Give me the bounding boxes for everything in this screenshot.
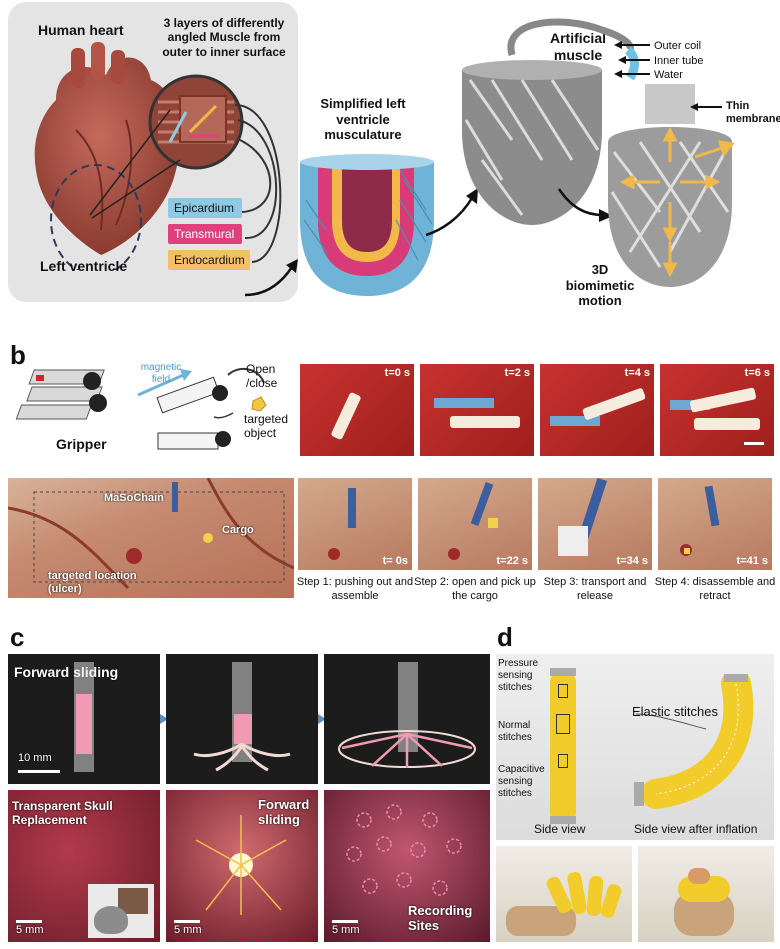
- layer-connectors: [234, 104, 282, 263]
- zoom-lines: [89, 109, 181, 219]
- gripper-photo-4: t=6 s: [660, 364, 774, 456]
- arrow-photo-1-to-2: [160, 714, 168, 724]
- step-photo-2: t=22 s: [418, 478, 532, 570]
- cargo-label: Cargo: [222, 524, 254, 536]
- mouse-inset: [88, 884, 154, 938]
- sliding-photo-3: [324, 654, 490, 784]
- water-label: Water: [654, 69, 683, 81]
- capacitive-stitches-label: Capacitive sensing stitches: [498, 764, 545, 799]
- muscle-layers-magnifier: [148, 74, 244, 170]
- heart-illustration: [34, 42, 180, 270]
- outer-coil-label: Outer coil: [654, 40, 702, 52]
- inner-tube-label: Inner tube: [654, 55, 704, 67]
- step-photo-2-time: t=22 s: [496, 555, 529, 567]
- stomach-overview-photo: MaSoChain Cargo targeted location (ulcer…: [8, 478, 294, 598]
- step-photo-4: t=41 s: [658, 478, 772, 570]
- arrow-to-artificial: [425, 188, 478, 237]
- arrow-to-simplified: [244, 259, 298, 297]
- step-photo-3-time: t=34 s: [616, 555, 649, 567]
- forward-sliding-top-label: Forward sliding: [14, 664, 119, 680]
- scale-bar-bottom-3: 5 mm: [332, 924, 360, 936]
- masochain-label: MaSoChain: [104, 492, 164, 504]
- step-caption-1: Step 1: pushing out and assemble: [296, 576, 414, 602]
- gripper-schematic: [137, 367, 267, 450]
- gripper-photo-3-time: t=4 s: [624, 367, 650, 379]
- arrow-to-biomimetic: [557, 188, 613, 222]
- thin-membrane-label: Thin membrane: [726, 100, 780, 126]
- gripper-photo-2-time: t=2 s: [504, 367, 530, 379]
- scale-bar-bottom-1: 5 mm: [16, 924, 44, 936]
- side-view-after-label: Side view after inflation: [634, 822, 758, 836]
- simplified-label: Simplified left ventricle musculature: [320, 96, 406, 143]
- step-photo-1-time: t= 0s: [382, 555, 408, 567]
- panel-d-letter: d: [497, 622, 513, 652]
- skull-photo-1: Transparent Skull Replacement 5 mm: [8, 790, 160, 942]
- step-caption-4: Step 4: disassemble and retract: [654, 576, 776, 602]
- biomimetic-label: 3D biomimetic motion: [565, 262, 635, 309]
- epicardium-chip: Epicardium: [168, 198, 242, 218]
- arrow-photo-2-to-3: [318, 714, 326, 724]
- artificial-muscle-label: Artificial muscle: [549, 30, 606, 63]
- actuator-side-views: Pressure sensing stitches Normal stitche…: [496, 654, 774, 840]
- panel-b-letter: b: [10, 340, 26, 370]
- gripper-photo-1: t=0 s: [300, 364, 414, 456]
- targeted-object-label: targeted object: [244, 412, 289, 441]
- layers-note: 3 layers of differently angled Muscle fr…: [162, 16, 286, 59]
- open-close-label: Open /close: [246, 362, 278, 391]
- scale-bar-top: 10 mm: [18, 752, 52, 764]
- step-caption-3: Step 3: transport and release: [543, 576, 647, 602]
- elastic-stitches-label: Elastic stitches: [632, 704, 718, 719]
- artificial-muscle-model: [462, 18, 639, 225]
- transparent-skull-label: Transparent Skull Replacement: [12, 799, 113, 827]
- scale-bar-bottom-2: 5 mm: [174, 924, 202, 936]
- skull-photo-2: Forward sliding 5 mm: [166, 790, 318, 942]
- gripper-illustration: [15, 369, 107, 420]
- magnetic-field-label: magnetic field: [140, 362, 182, 385]
- endocardium-chip: Endocardium: [168, 250, 250, 270]
- normal-stitches-label: Normal stitches: [498, 720, 532, 743]
- pressure-stitches-label: Pressure sensing stitches: [498, 658, 539, 693]
- side-view-label: Side view: [534, 822, 586, 836]
- gripper-photo-1-time: t=0 s: [384, 367, 410, 379]
- glove-photo-open: [496, 846, 632, 942]
- gripper-photo-4-time: t=6 s: [744, 367, 770, 379]
- forward-sliding-bottom-label: Forward sliding: [258, 797, 310, 827]
- sliding-photo-1: Forward sliding 10 mm: [8, 654, 160, 784]
- transmural-chip: Transmural: [168, 224, 242, 244]
- panel-c-letter: c: [10, 622, 25, 652]
- skull-photo-3: Recording Sites 5 mm: [324, 790, 490, 942]
- recording-sites-label: Recording Sites: [408, 903, 473, 933]
- step-photo-1: t= 0s: [298, 478, 412, 570]
- biomimetic-motion-model: [608, 84, 735, 287]
- gripper-photo-2: t=2 s: [420, 364, 534, 456]
- gripper-photo-3: t=4 s: [540, 364, 654, 456]
- simplified-ventricle-model: [300, 154, 434, 296]
- bent-actuator: [634, 674, 754, 809]
- sliding-photo-2: [166, 654, 318, 784]
- step-photo-3: t=34 s: [538, 478, 652, 570]
- targeted-location-label: targeted location (ulcer): [48, 570, 137, 595]
- callout-arrow-membrane: [690, 103, 722, 111]
- human-heart-label: Human heart: [38, 22, 124, 38]
- gripper-label: Gripper: [56, 436, 107, 452]
- left-ventricle-label: Left ventricle: [40, 258, 128, 274]
- glove-photo-closed: [638, 846, 774, 942]
- step-caption-2: Step 2: open and pick up the cargo: [414, 576, 536, 602]
- step-photo-4-time: t=41 s: [736, 555, 769, 567]
- callout-arrows-coil: [614, 41, 650, 78]
